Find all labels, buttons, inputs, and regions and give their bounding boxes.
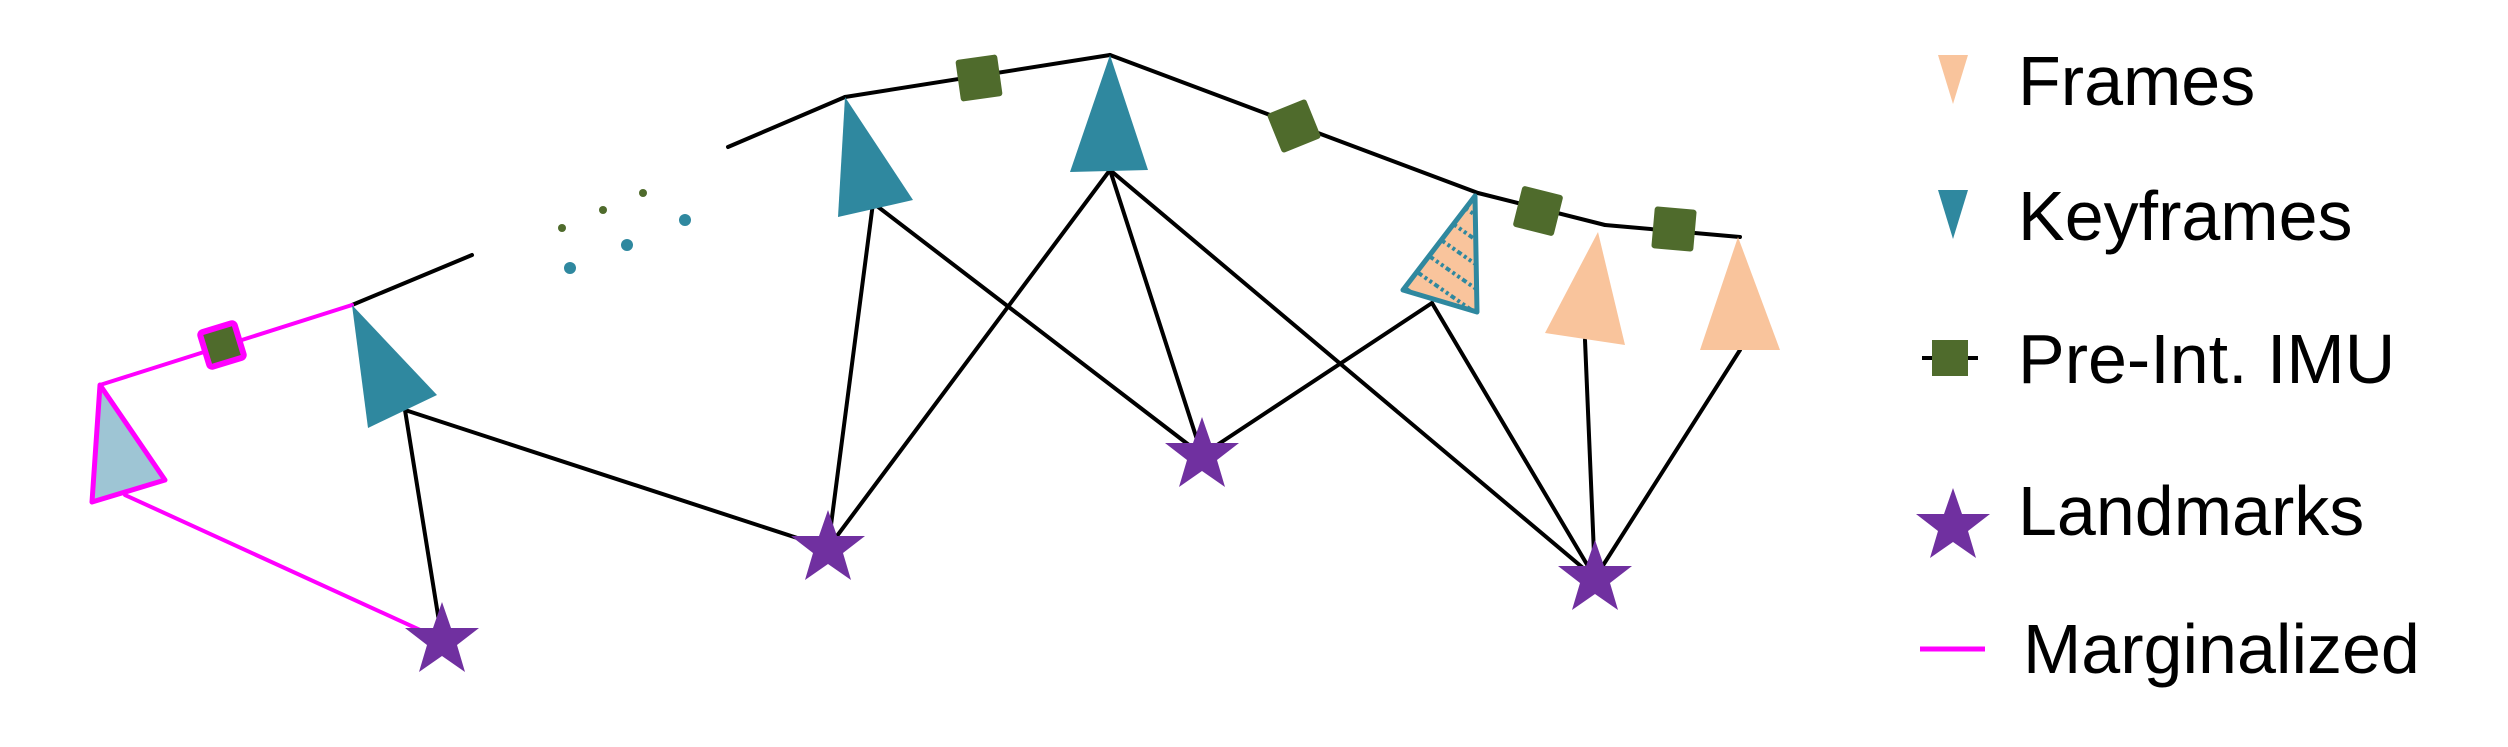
- imu-factor: [1651, 206, 1697, 252]
- frame: [1700, 237, 1780, 350]
- observation-edge: [403, 408, 444, 642]
- landmark-star: [791, 510, 865, 580]
- observation-edge: [403, 408, 830, 550]
- observation-edge: [1108, 168, 1597, 580]
- legend-frames-label: Frames: [2018, 42, 2255, 120]
- observation-edge: [826, 168, 1112, 550]
- imu-factor: [1513, 186, 1563, 236]
- marginalized-edge: [123, 493, 444, 642]
- observation-edge: [871, 201, 1204, 457]
- observation-edge: [1430, 301, 1597, 580]
- ellipsis-dot: [558, 224, 566, 232]
- keyframe: [838, 97, 913, 217]
- keyframe: [1070, 55, 1148, 172]
- imu-factors: [197, 54, 1697, 370]
- observation-edges: [403, 168, 1742, 642]
- legend-landmarks-label: Landmarks: [2018, 472, 2364, 550]
- observation-edge: [1200, 301, 1434, 457]
- observation-edge: [1593, 348, 1742, 580]
- imu-square-icon: [1922, 340, 1978, 376]
- legend-marginalized-label: Marginalized: [2023, 610, 2420, 688]
- ellipsis-dot: [564, 262, 576, 274]
- marginalized-keyframe: [89, 382, 168, 505]
- ellipsis-dot: [639, 189, 647, 197]
- frames-and-keyframes: [89, 55, 1780, 505]
- landmarks: [405, 417, 1632, 672]
- legend: Frames Keyframes Pre-Int. IMU Landmarks …: [1916, 42, 2420, 688]
- legend-imu-label: Pre-Int. IMU: [2018, 320, 2395, 398]
- imu-edge: [350, 253, 474, 307]
- imu-factor: [1267, 99, 1321, 153]
- observation-edge: [826, 201, 875, 550]
- observation-edge: [1108, 168, 1204, 457]
- landmark-star: [405, 602, 479, 672]
- ellipsis-dot: [679, 214, 691, 226]
- landmark-star-icon: [1916, 488, 1990, 558]
- landmark-star: [1165, 417, 1239, 487]
- imu-factor-marginalized: [197, 320, 247, 370]
- frame: [1545, 232, 1625, 345]
- partial-keyframe: [1400, 193, 1480, 315]
- frame-triangle-icon: [1938, 55, 1968, 104]
- ellipsis-dots: [558, 189, 691, 274]
- landmark-star: [1558, 540, 1632, 610]
- imu-factor: [955, 54, 1003, 102]
- observation-edge: [1583, 338, 1597, 580]
- imu-chain: [350, 53, 1742, 307]
- ellipsis-dot: [599, 206, 607, 214]
- keyframe: [352, 305, 437, 428]
- ellipsis-dot: [621, 239, 633, 251]
- keyframe-triangle-icon: [1938, 190, 1968, 239]
- imu-edge: [726, 95, 847, 149]
- legend-keyframes-label: Keyframes: [2018, 177, 2353, 255]
